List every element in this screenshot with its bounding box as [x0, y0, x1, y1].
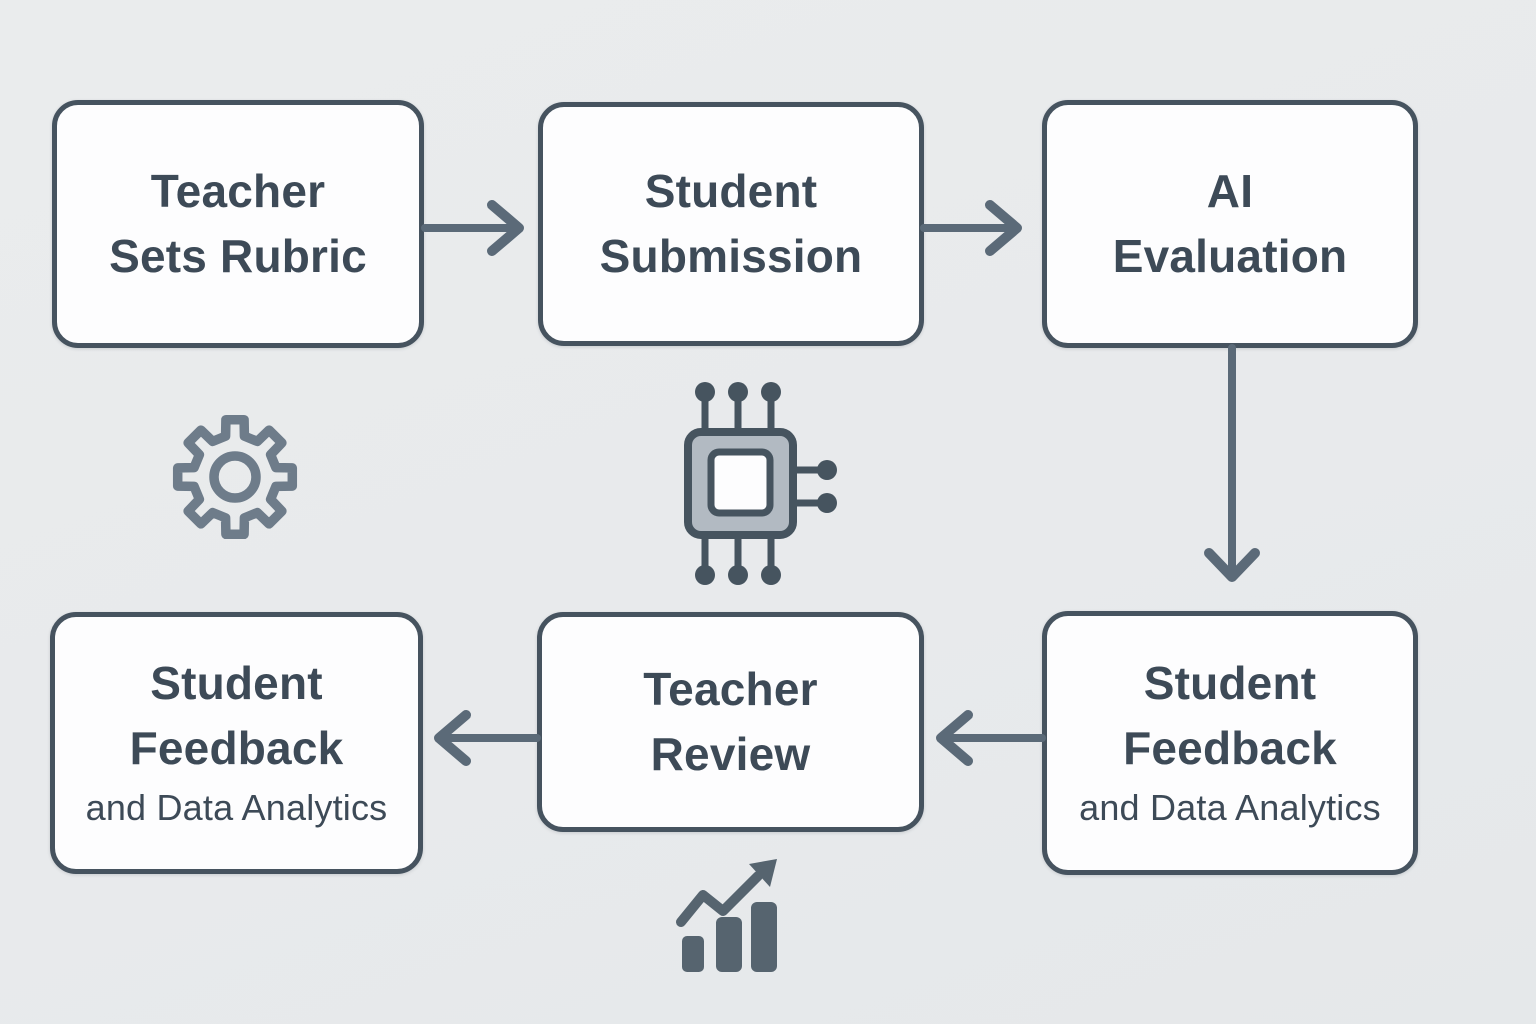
- node-label-line: Evaluation: [1112, 230, 1348, 282]
- arrow-review-to-feedback-icon: [434, 710, 541, 766]
- node-label-line: Student: [150, 656, 323, 709]
- arrow-evaluation-down-icon: [1204, 344, 1260, 582]
- node-label-line: Student: [644, 164, 818, 217]
- node-label-line: Feedback: [1123, 722, 1337, 774]
- node-label-line: Teacher: [150, 164, 326, 217]
- node-label-line: Teacher: [643, 662, 818, 715]
- node-label-line: Student: [1143, 656, 1317, 709]
- node-label-subline: and Data Analytics: [85, 787, 388, 829]
- node-teacher-sets-rubric: Teacher Sets Rubric: [52, 100, 424, 348]
- arrow-submission-to-evaluation-icon: [920, 200, 1022, 256]
- node-label-line: Review: [650, 728, 811, 780]
- node-student-feedback-analytics-right: Student Feedback and Data Analytics: [1042, 611, 1418, 875]
- cpu-chip-icon: [684, 382, 837, 585]
- node-ai-evaluation: AI Evaluation: [1042, 100, 1418, 348]
- growth-chart-icon: [676, 859, 777, 972]
- node-student-submission: Student Submission: [538, 102, 924, 346]
- node-student-feedback-analytics-left: Student Feedback and Data Analytics: [50, 612, 423, 874]
- node-label-subline: and Data Analytics: [1079, 787, 1381, 829]
- arrow-rubric-to-submission-icon: [421, 200, 524, 256]
- node-teacher-review: Teacher Review: [537, 612, 924, 832]
- arrow-feedback-to-review-icon: [936, 710, 1046, 766]
- gear-icon: [172, 414, 298, 540]
- node-label-line: Sets Rubric: [109, 230, 367, 282]
- node-label-line: Submission: [599, 230, 863, 282]
- node-label-line: AI: [1206, 164, 1254, 217]
- node-label-line: Feedback: [129, 722, 344, 774]
